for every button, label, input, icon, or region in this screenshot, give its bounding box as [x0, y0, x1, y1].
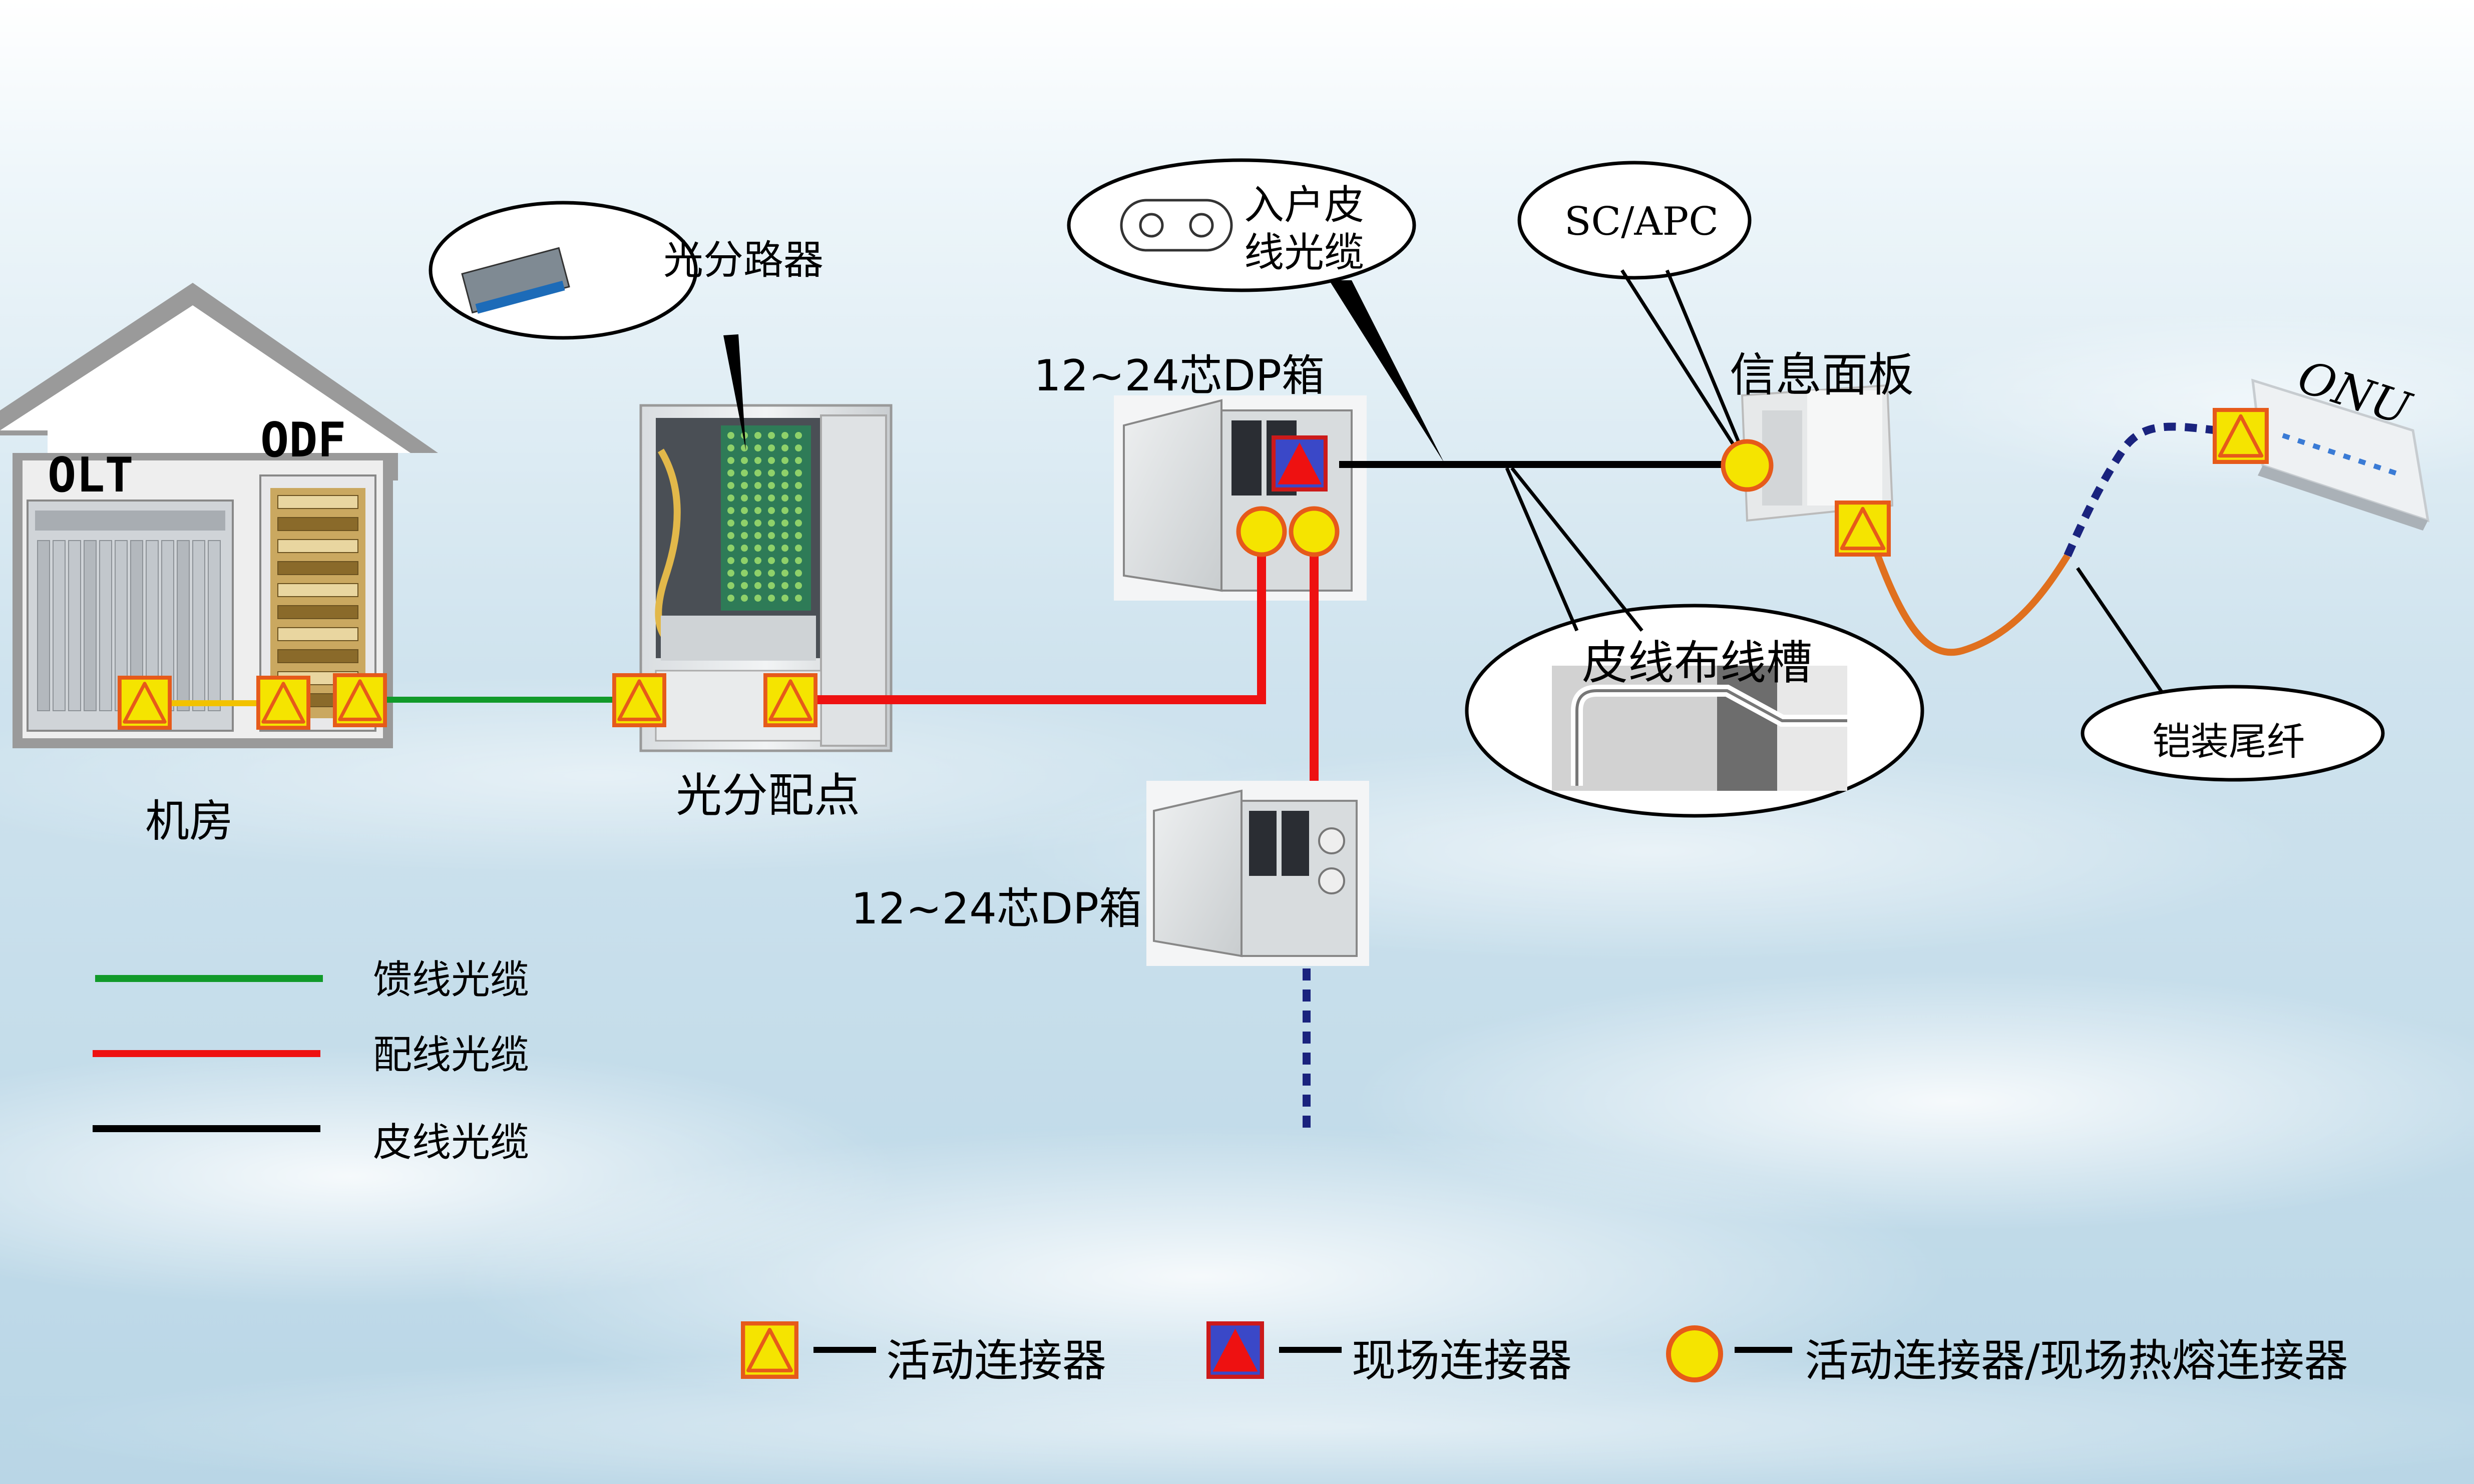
legend-label-fusion-connector: 活动连接器/现场热熔连接器	[1805, 1335, 2348, 1386]
legend-label-feeder: 馈线光缆	[373, 957, 530, 1003]
dp-box-upper-label: 12~24芯DP箱	[1034, 351, 1325, 401]
legend-label-distribution: 配线光缆	[373, 1033, 530, 1078]
fusion-connector-icon	[1721, 439, 1774, 492]
legend-label-field-connector: 现场连接器	[1352, 1335, 1572, 1386]
dp-box-lower-label: 12~24芯DP箱	[851, 884, 1142, 934]
active-connector-icon	[120, 678, 170, 728]
active-connector-icon	[1837, 503, 1889, 555]
fusion-connector-icon	[1289, 506, 1340, 557]
drop-cable-callout-line1: 入户皮	[1244, 182, 1364, 228]
odf-label: ODF	[260, 413, 346, 468]
dp-box-lower	[1146, 781, 1369, 966]
splitter-callout-label: 光分路器	[663, 237, 823, 283]
active-connector-icon	[765, 675, 815, 725]
distribution-cable-upper	[796, 531, 1266, 704]
drop-cable-callout-line2: 线光缆	[1244, 229, 1364, 276]
field-connector-icon	[1274, 437, 1326, 489]
legend-fusion-connector-icon	[1666, 1325, 1723, 1382]
callout-sc-apc	[1517, 161, 1752, 451]
active-connector-icon	[335, 675, 385, 725]
legend-label-drop: 皮线光缆	[373, 1120, 530, 1165]
info-panel-label: 信息面板	[1730, 348, 1914, 402]
connectors	[120, 410, 2267, 728]
sc-apc-label: SC/APC	[1564, 199, 1719, 244]
olt-label: OLT	[48, 448, 134, 503]
fusion-connector-icon	[1236, 506, 1287, 557]
active-connector-icon	[2215, 410, 2267, 462]
splitter-point-label: 光分配点	[676, 769, 861, 822]
callout-splitter	[429, 201, 746, 450]
active-connector-icon	[614, 675, 664, 725]
callout-armored-pigtail	[2076, 567, 2385, 782]
trunking-label: 皮线布线槽	[1582, 636, 1813, 690]
splitter-cabinet	[639, 404, 893, 752]
armored-pigtail-cable	[1869, 539, 2071, 656]
callout-drop-cable	[1067, 158, 1444, 463]
machine-room-label: 机房	[145, 795, 234, 847]
callout-trunking	[1465, 466, 1924, 818]
legend-symbols	[743, 1323, 1792, 1382]
armored-pigtail-label: 铠装尾纤	[2153, 719, 2305, 764]
legend-lines	[93, 975, 323, 1132]
onu-device	[2251, 378, 2430, 531]
active-connector-icon	[258, 678, 308, 728]
legend-label-active-connector: 活动连接器	[886, 1335, 1107, 1386]
dp-box-upper	[1114, 395, 1367, 601]
legend-active-connector-icon	[743, 1323, 796, 1377]
info-panel-device	[1741, 384, 1894, 522]
legend-field-connector-icon	[1208, 1323, 1262, 1377]
